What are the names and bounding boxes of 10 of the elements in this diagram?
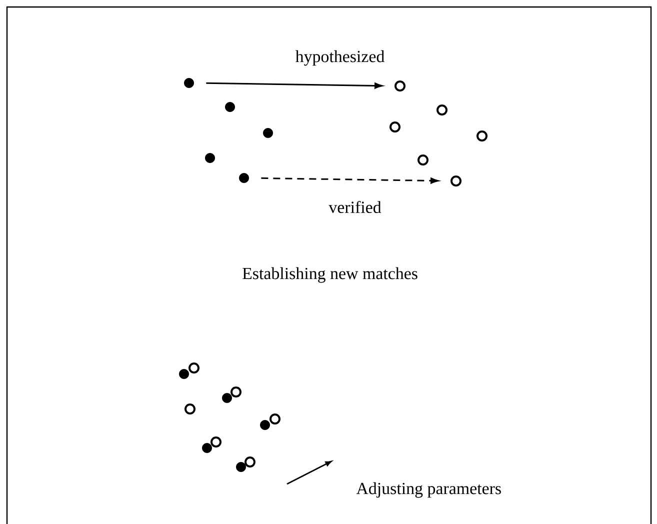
filled-dot (239, 173, 249, 183)
arrow (261, 177, 439, 184)
edge-label: hypothesized (296, 50, 384, 66)
hollow-dot (394, 80, 406, 92)
filled-dot (184, 78, 194, 88)
edge-label: verified (328, 200, 382, 214)
caption-text: Adjusting parameters (356, 482, 501, 498)
hollow-dot (450, 176, 462, 186)
caption-text: Establishing new matches (242, 267, 418, 283)
arrow (206, 82, 383, 89)
